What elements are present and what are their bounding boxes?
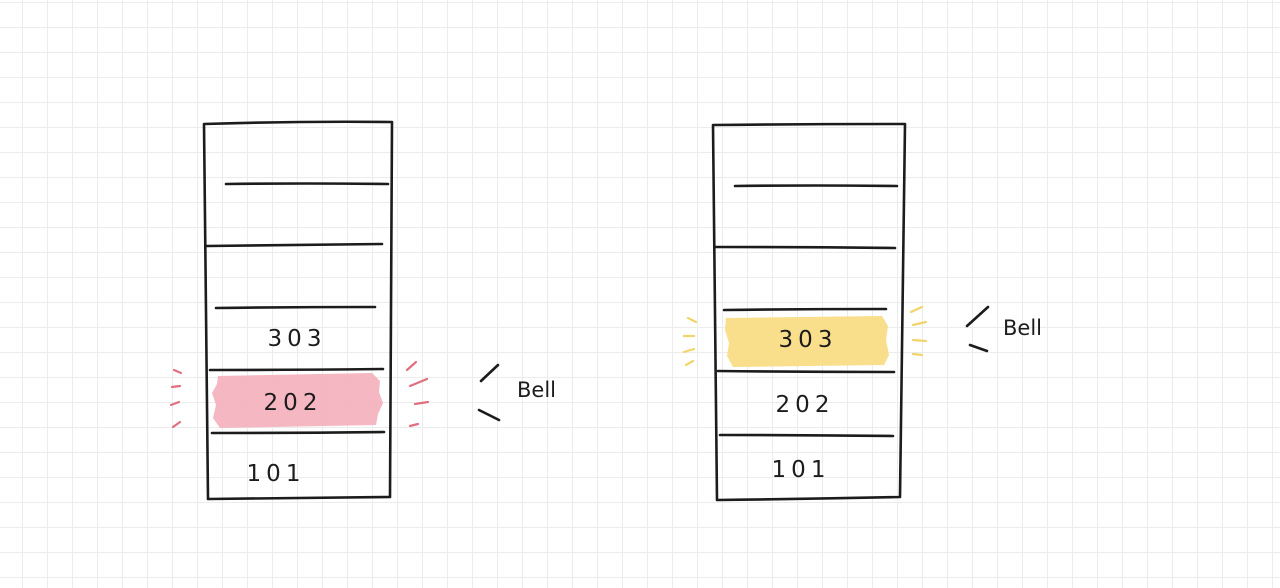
left-floor-label-303: 303 [268, 326, 327, 352]
right-floor-line-5 [718, 433, 895, 438]
left-building: 303 202 101 Bell [169, 120, 556, 501]
right-ringing-sparks [682, 305, 928, 367]
left-floor-label-202: 202 [264, 390, 323, 416]
left-building-outline [202, 120, 394, 501]
right-bell-icon [965, 305, 990, 353]
left-floor-line-3 [214, 305, 377, 310]
right-floor-label-303: 303 [779, 327, 838, 353]
right-floor-line-2 [713, 245, 897, 250]
right-highlight-303 [725, 316, 889, 367]
right-floor-line-4 [716, 369, 896, 374]
left-floor-line-1 [224, 182, 390, 186]
left-highlight-202 [212, 373, 383, 428]
left-floor-line-2 [205, 242, 384, 248]
right-floor-label-101: 101 [772, 457, 831, 483]
right-floor-label-202: 202 [776, 392, 835, 418]
left-bell-icon [477, 363, 501, 422]
left-floor-line-5 [210, 430, 386, 435]
right-building: 303 202 101 Bell [682, 122, 1042, 502]
right-bell-label: Bell [1003, 316, 1042, 340]
right-building-outline [711, 122, 907, 502]
right-floor-line-1 [733, 184, 899, 188]
left-bell-label: Bell [517, 378, 556, 402]
left-ringing-sparks [169, 360, 430, 429]
right-floor-line-3 [722, 307, 888, 312]
left-floor-line-4 [208, 367, 385, 372]
left-floor-label-101: 101 [247, 461, 306, 487]
